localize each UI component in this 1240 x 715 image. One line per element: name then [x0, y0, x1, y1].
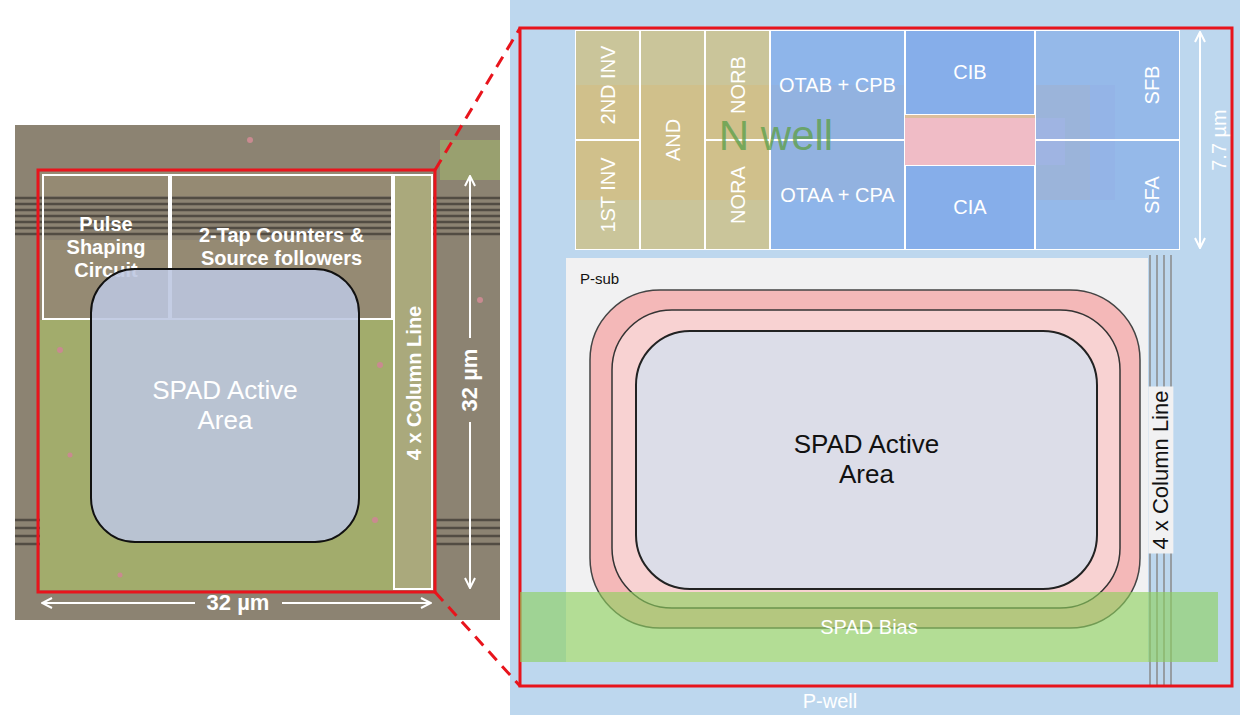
block-label: OTAA + CPA [776, 182, 898, 209]
source-follower-block: SFA [1035, 140, 1180, 250]
block-label: SPAD Active Area [141, 374, 309, 438]
block-label: 2-Tap Counters & Source followers [172, 222, 391, 272]
block-label: SFA [1141, 176, 1164, 214]
zoom-line [435, 28, 520, 170]
block-label: NORA [726, 166, 749, 224]
block-label: 1ST INV [596, 157, 619, 232]
dimension-label: 32 µm [457, 349, 482, 412]
block-label: 2ND INV [596, 46, 619, 125]
block-label: SFB [1141, 66, 1164, 105]
block-label: AND [661, 119, 684, 161]
column-line-region: 4 x Column Line [393, 174, 433, 590]
block-label: P-well [803, 690, 857, 713]
capacitor-block: CIB [905, 30, 1035, 115]
block-label: P-sub [580, 270, 619, 287]
bias-band: SPAD Bias [520, 592, 1218, 662]
p-well-region: P-well 2ND INV 1ST INV AND NORB NORA OTAB + CP… [510, 0, 1240, 715]
capacitor-block: CIA [905, 165, 1035, 250]
inverter-block: 2ND INV [575, 30, 640, 140]
block-label: 4 x Column Line [403, 306, 426, 460]
column-line-label: 4 x Column Line [1148, 387, 1173, 554]
spad-active-area: SPAD Active Area [90, 268, 360, 543]
zoom-line [435, 592, 520, 686]
dimension-label: 32 µm [207, 590, 270, 615]
dimension-label: 7.7 µm [1208, 109, 1231, 171]
region-label: N well [719, 112, 833, 160]
block-label: SPAD Active Area [763, 428, 971, 492]
and-gate-block: AND [640, 30, 705, 250]
block-label: SPAD Bias [816, 614, 921, 641]
block-label: CIB [949, 59, 990, 86]
layout-illustration [510, 0, 1240, 715]
block-label: NORB [726, 56, 749, 114]
inverter-block: 1ST INV [575, 140, 640, 250]
block-label: CIA [949, 194, 990, 221]
micrograph-photo [15, 125, 500, 620]
source-follower-block: SFB [1035, 30, 1180, 140]
block-label: OTAB + CPB [775, 72, 900, 99]
spad-active-area: SPAD Active Area [635, 330, 1098, 590]
